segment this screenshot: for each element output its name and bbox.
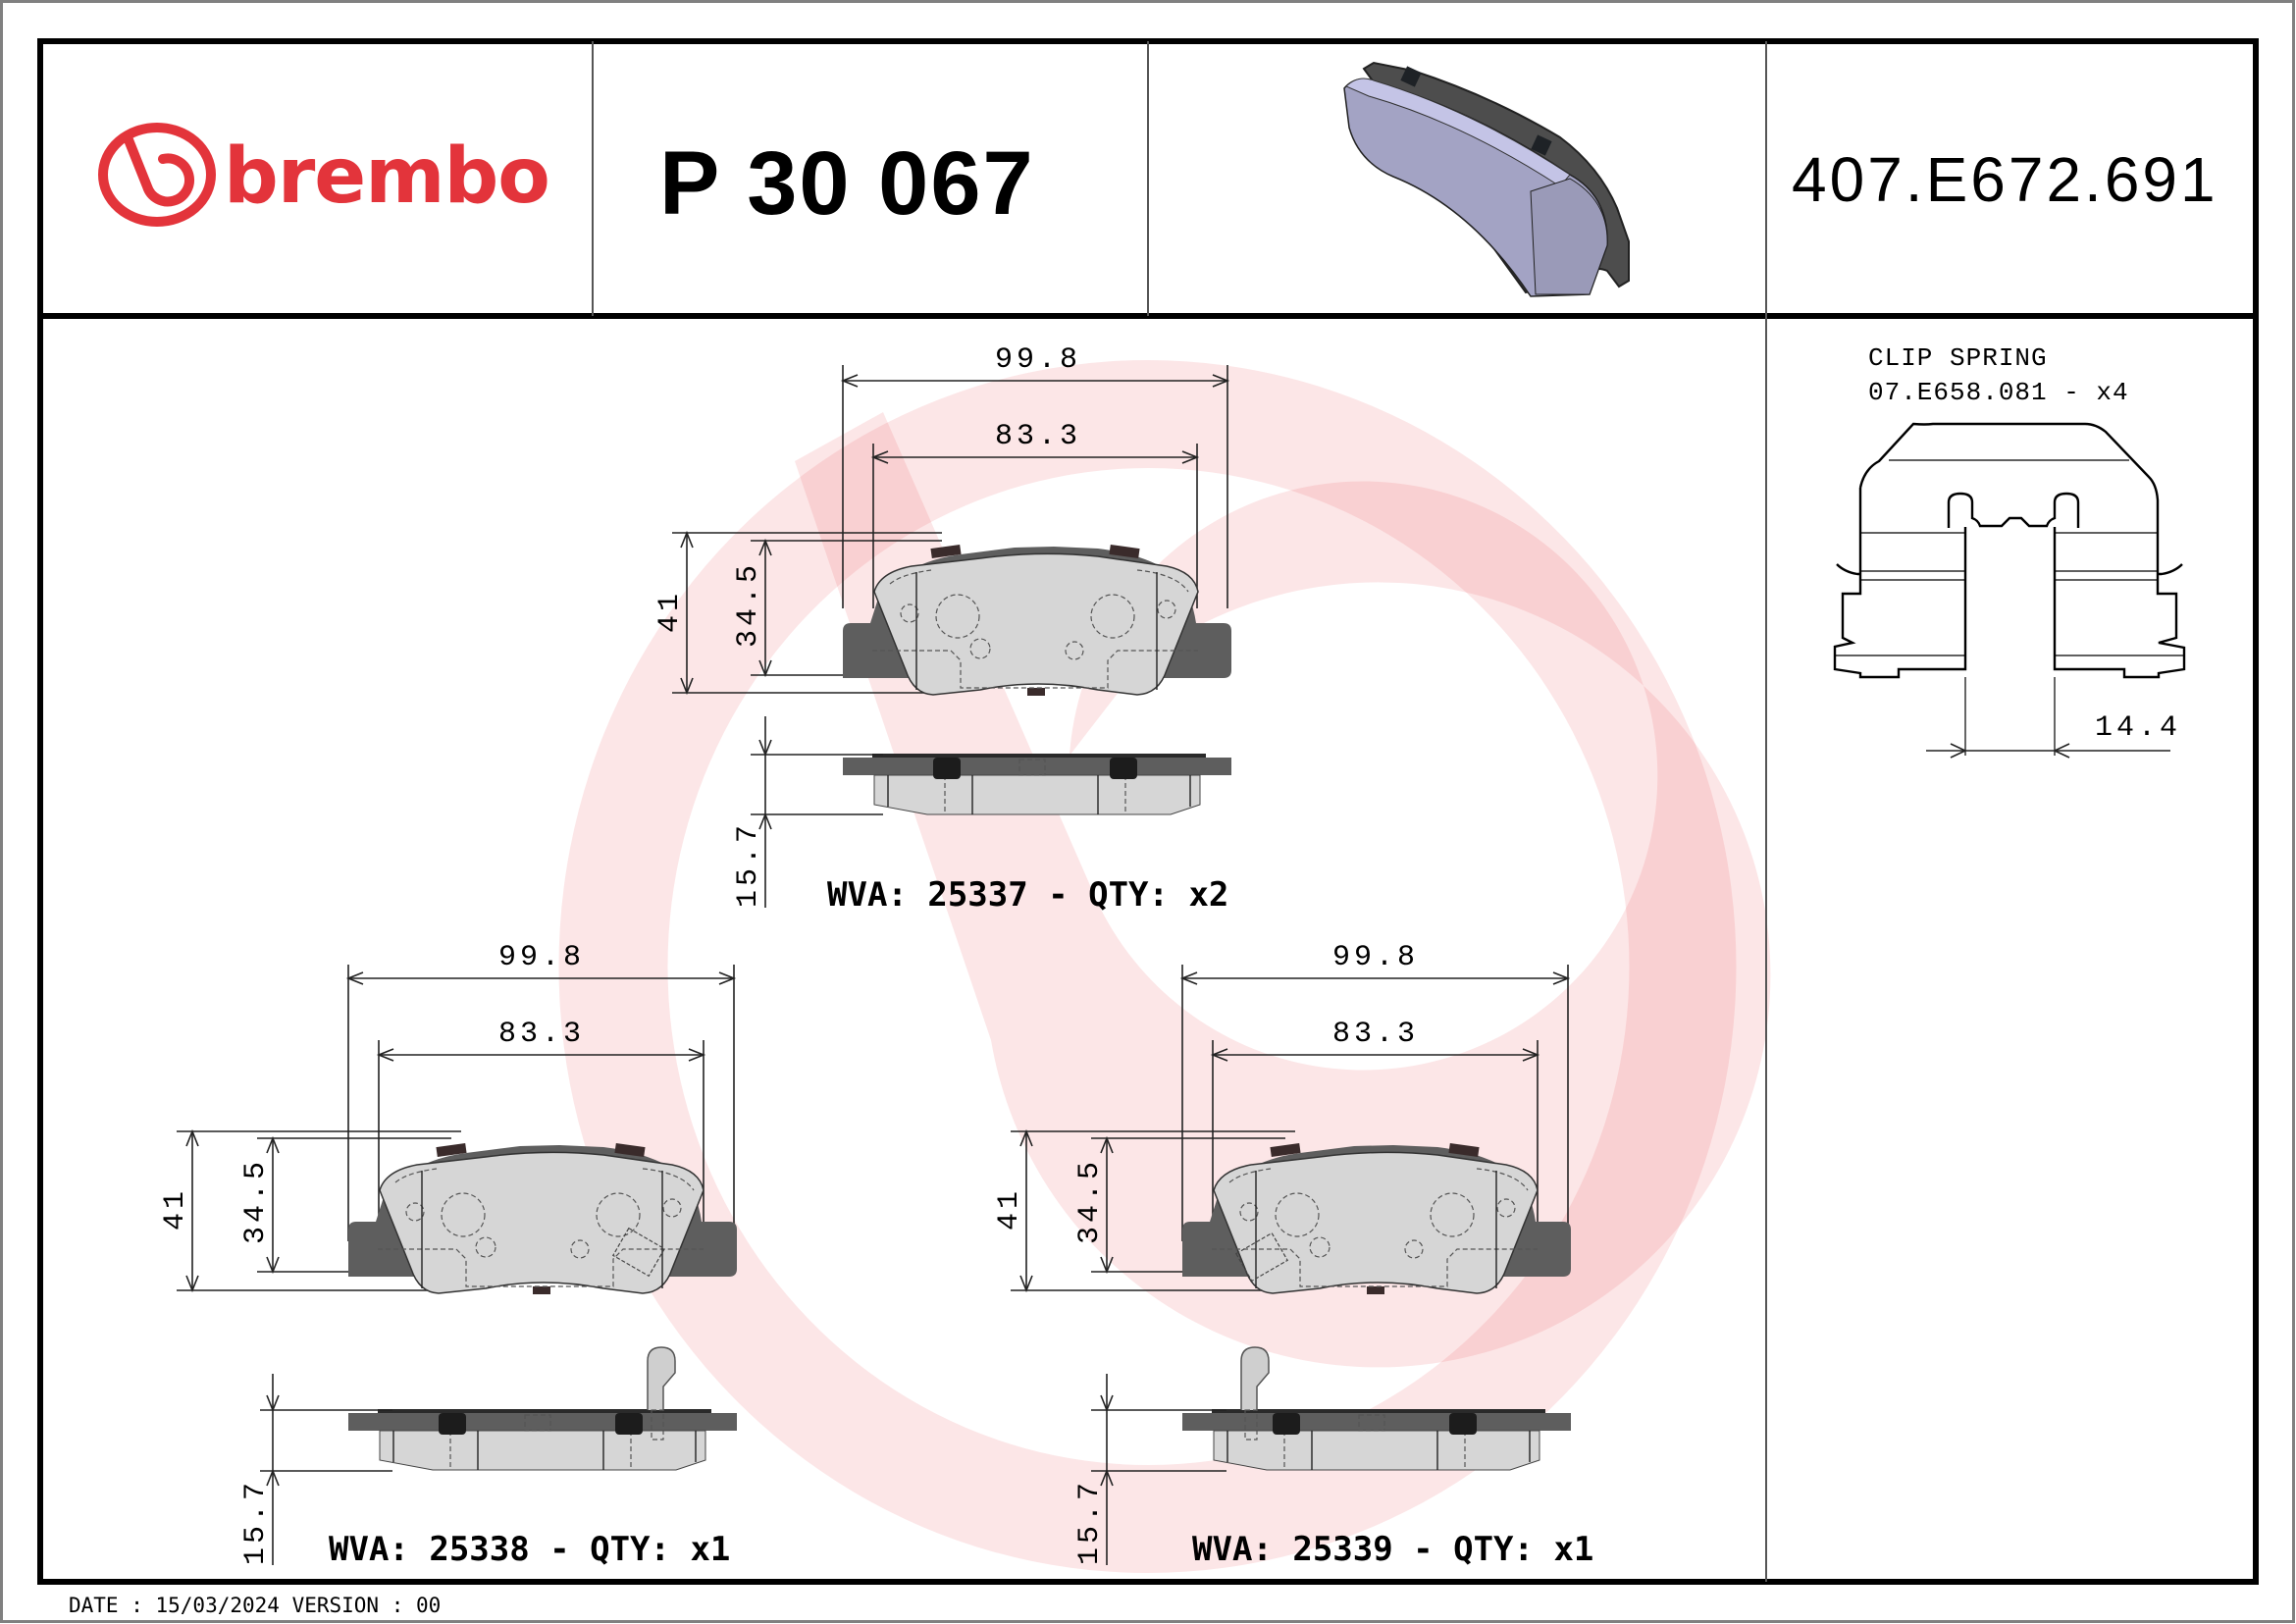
dim-height-overall: 41: [993, 1187, 1026, 1231]
pad-label-wva: WVA: 25338 - QTY: x1: [329, 1530, 730, 1569]
brembo-logo-icon: [98, 123, 216, 227]
pad-label-wva: WVA: 25339 - QTY: x1: [1192, 1530, 1593, 1569]
dim-width-friction: 83.3: [498, 1018, 585, 1051]
brembo-logo: brembo: [98, 123, 550, 227]
dim-thickness: 15.7: [1073, 1479, 1107, 1565]
clip-spring-dimension: 14.4: [2095, 711, 2181, 745]
dim-thickness: 15.7: [732, 821, 765, 908]
product-code: P 30 067: [659, 133, 1035, 234]
dim-height-friction: 34.5: [732, 561, 765, 648]
clip-spring-title: CLIP SPRING: [1868, 343, 2048, 373]
dim-thickness: 15.7: [239, 1479, 273, 1565]
dim-height-friction: 34.5: [239, 1158, 273, 1244]
dim-width-overall: 99.8: [995, 343, 1081, 377]
wear-sensor-icon: [1234, 1231, 1289, 1283]
dim-width-friction: 83.3: [995, 420, 1081, 453]
dim-height-friction: 34.5: [1073, 1158, 1107, 1244]
dim-height-overall: 41: [159, 1187, 192, 1231]
clip-spring-part: 07.E658.081 - x4: [1868, 378, 2129, 407]
wear-sensor-icon: [611, 1227, 666, 1278]
clip-spring-drawing-icon: [1833, 422, 2186, 759]
clip-spring-section: CLIP SPRING 07.E658.081 - x4 14.4: [1833, 343, 2186, 759]
pad-drawing-bottom-right: 99.8 83.3 41 34.5 15.7 WVA: 25339 - QTY:…: [993, 941, 1593, 1569]
reference-code: 407.E672.691: [1792, 144, 2218, 215]
footer-date-version: DATE : 15/03/2024 VERSION : 00: [69, 1594, 441, 1617]
pad-label-wva: WVA: 25337 - QTY: x2: [827, 875, 1228, 915]
brake-pad-3d-icon: [1343, 61, 1630, 297]
dim-width-overall: 99.8: [1332, 941, 1419, 974]
pad-drawing-bottom-left: 99.8 83.3 41 34.5 15.7 WVA: 25338 - QTY:…: [159, 941, 738, 1569]
dim-width-overall: 99.8: [498, 941, 585, 974]
brand-name: brembo: [224, 132, 549, 221]
dim-height-overall: 41: [653, 590, 687, 633]
brembo-watermark-icon: [558, 360, 1771, 1573]
pad-drawing-top: 99.8 83.3 41 34.5 15.7 WVA: 25337 - QTY:…: [653, 343, 1232, 915]
dim-width-friction: 83.3: [1332, 1018, 1419, 1051]
